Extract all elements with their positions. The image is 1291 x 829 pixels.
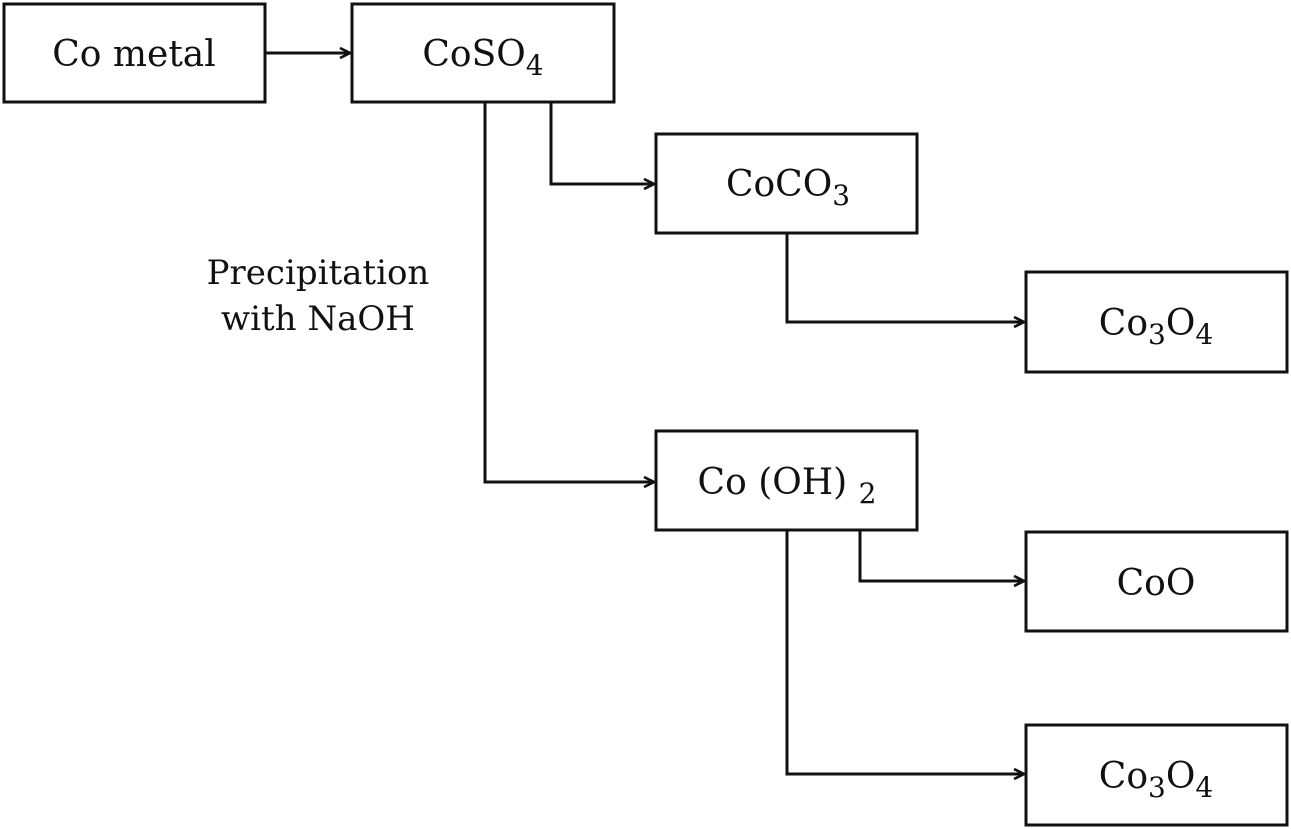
arrow-coco3-to-co3o4 (785, 233, 1024, 322)
node-cooh2: Co (OH) 2 (654, 429, 919, 532)
node-coo-label: CoO (1117, 563, 1196, 604)
node-coso4-label: CoSO4 (422, 34, 543, 82)
node-co3o4-bottom-label: Co3O4 (1099, 756, 1213, 804)
node-co-metal: Co metal (2, 2, 267, 104)
arrow-cooh2-to-coo (858, 530, 1024, 581)
node-coco3-label: CoCO3 (726, 164, 850, 212)
precipitation-label-line1: Precipitation (207, 253, 430, 293)
node-coso4: CoSO4 (350, 2, 616, 104)
node-co3o4-top: Co3O4 (1024, 270, 1289, 374)
arrow-coso4-to-cooh2 (483, 102, 654, 482)
node-coco3: CoCO3 (654, 132, 919, 235)
arrow-coso4-to-coco3 (549, 102, 654, 184)
node-co3o4-bottom: Co3O4 (1024, 723, 1289, 827)
node-coo: CoO (1024, 530, 1289, 633)
precipitation-label-line2: with NaOH (221, 299, 415, 339)
arrow-cooh2-to-co3o4 (785, 530, 1024, 774)
node-co-metal-label: Co metal (52, 34, 216, 75)
node-co3o4-top-label: Co3O4 (1099, 303, 1213, 351)
node-cooh2-label: Co (OH) 2 (698, 462, 877, 510)
